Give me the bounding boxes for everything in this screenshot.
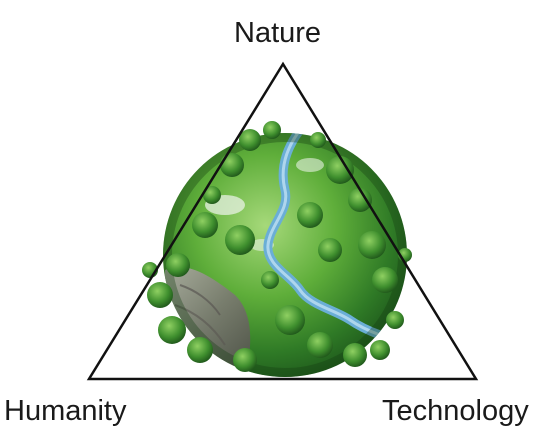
globe-illustration [142,121,412,377]
label-humanity: Humanity [4,395,127,427]
triangle-outline [86,61,479,381]
label-nature: Nature [234,17,322,49]
label-technology: Technology [382,395,529,427]
trees [142,121,412,372]
